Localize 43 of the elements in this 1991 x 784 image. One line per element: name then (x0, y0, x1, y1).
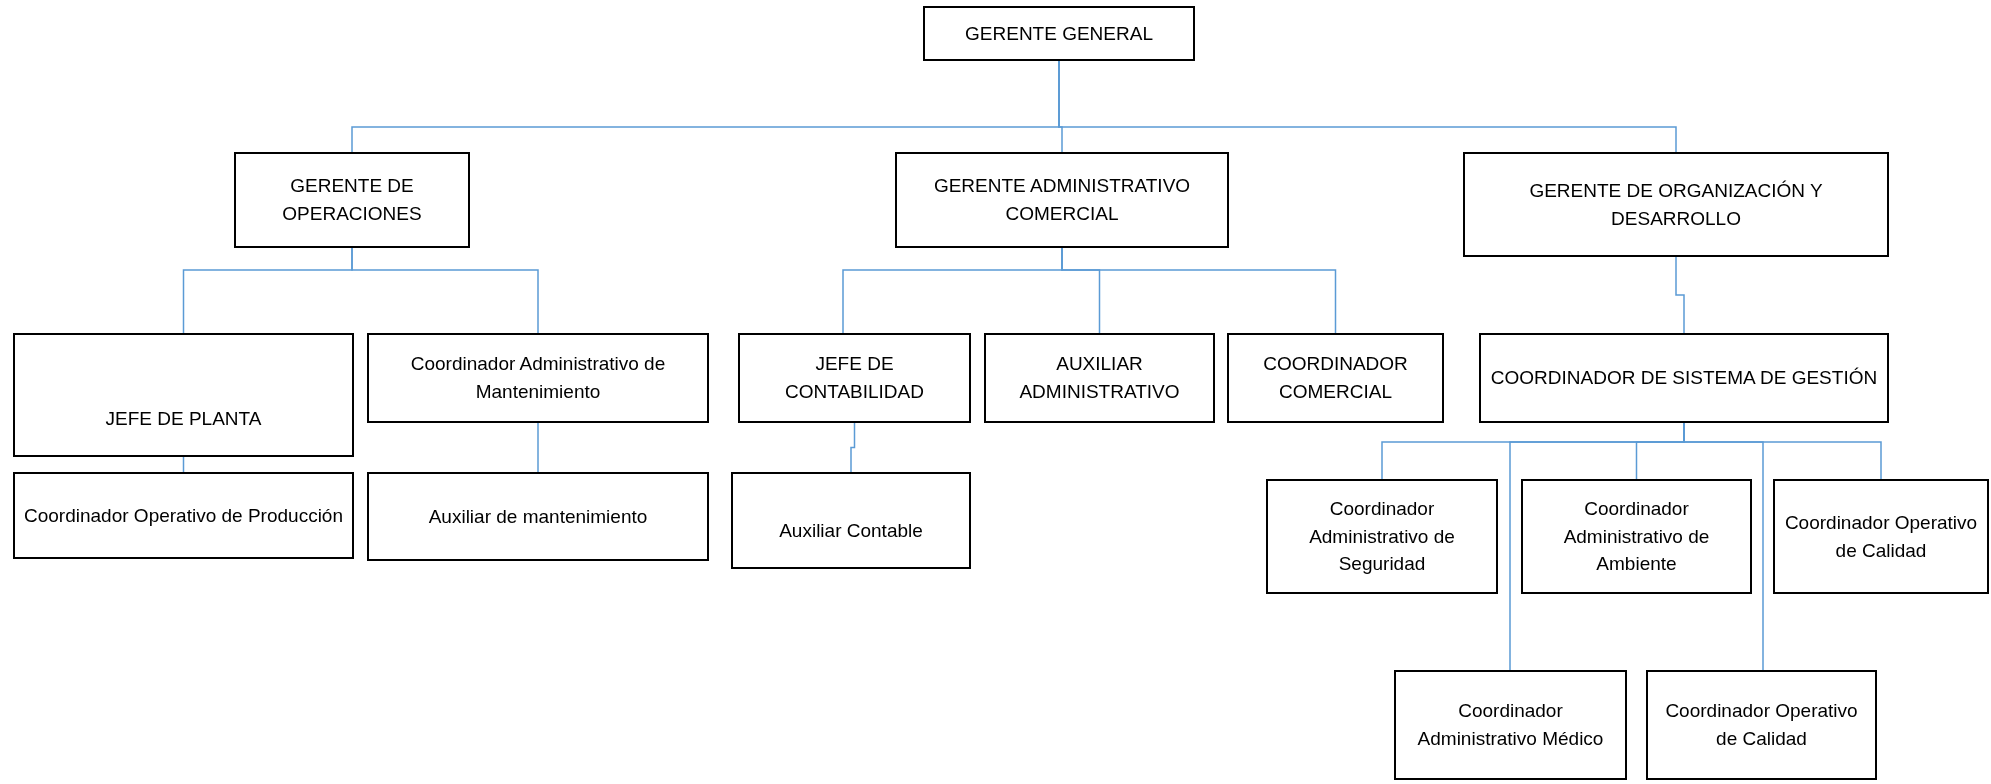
position-title: Coordinador Administrativo de Ambiente (1562, 497, 1711, 577)
position-box (13, 333, 354, 457)
position-box (1463, 152, 1889, 257)
position-title: COORDINADOR COMERCIAL (1262, 352, 1409, 404)
position-title: GERENTE GENERAL (965, 21, 1153, 46)
position-title: JEFE DE PLANTA (105, 407, 262, 432)
position-box (367, 472, 709, 561)
connector-line (1675, 256, 1685, 334)
connector-line (537, 422, 539, 473)
position-title: Coordinador Administrativo Médico (1416, 699, 1605, 751)
connector-line (850, 422, 856, 473)
position-box (1227, 333, 1444, 423)
position-title: Coordinador Operativo de Calidad (1664, 699, 1859, 751)
connector-line (1058, 60, 1677, 153)
position-title: GERENTE DE OPERACIONES (281, 174, 423, 226)
position-box (13, 472, 354, 559)
position-box (1521, 479, 1752, 594)
position-box (1266, 479, 1498, 594)
position-title: Auxiliar de mantenimiento (428, 504, 648, 529)
position-box (367, 333, 709, 423)
position-title: Coordinador Administrativo de Mantenimiento (409, 352, 667, 404)
position-title: JEFE DE CONTABILIDAD (784, 352, 925, 404)
position-title: Auxiliar Contable (779, 519, 923, 544)
position-title: Coordinador Operativo de Calidad (1783, 510, 1979, 563)
position-box (731, 472, 971, 569)
position-title: GERENTE DE ORGANIZACIÓN Y DESARROLLO (1528, 178, 1824, 231)
position-box (1646, 670, 1877, 780)
position-box (234, 152, 470, 248)
position-box (738, 333, 971, 423)
position-title: Coordinador Administrativo de Seguridad (1308, 497, 1456, 577)
position-box (1773, 479, 1989, 594)
position-box (923, 6, 1195, 61)
connector-line (1061, 247, 1337, 334)
position-box (1479, 333, 1889, 423)
position-title: GERENTE ADMINISTRATIVO COMERCIAL (932, 174, 1192, 226)
position-box (895, 152, 1229, 248)
connector-line (1683, 422, 1764, 671)
position-title: AUXILIAR ADMINISTRATIVO (1018, 352, 1181, 404)
position-title: Coordinador Operativo de Producción (24, 503, 343, 528)
position-title: COORDINADOR DE SISTEMA DE GESTIÓN (1490, 366, 1878, 391)
position-box (1394, 670, 1627, 780)
position-box (984, 333, 1215, 423)
connector-line (351, 247, 539, 334)
